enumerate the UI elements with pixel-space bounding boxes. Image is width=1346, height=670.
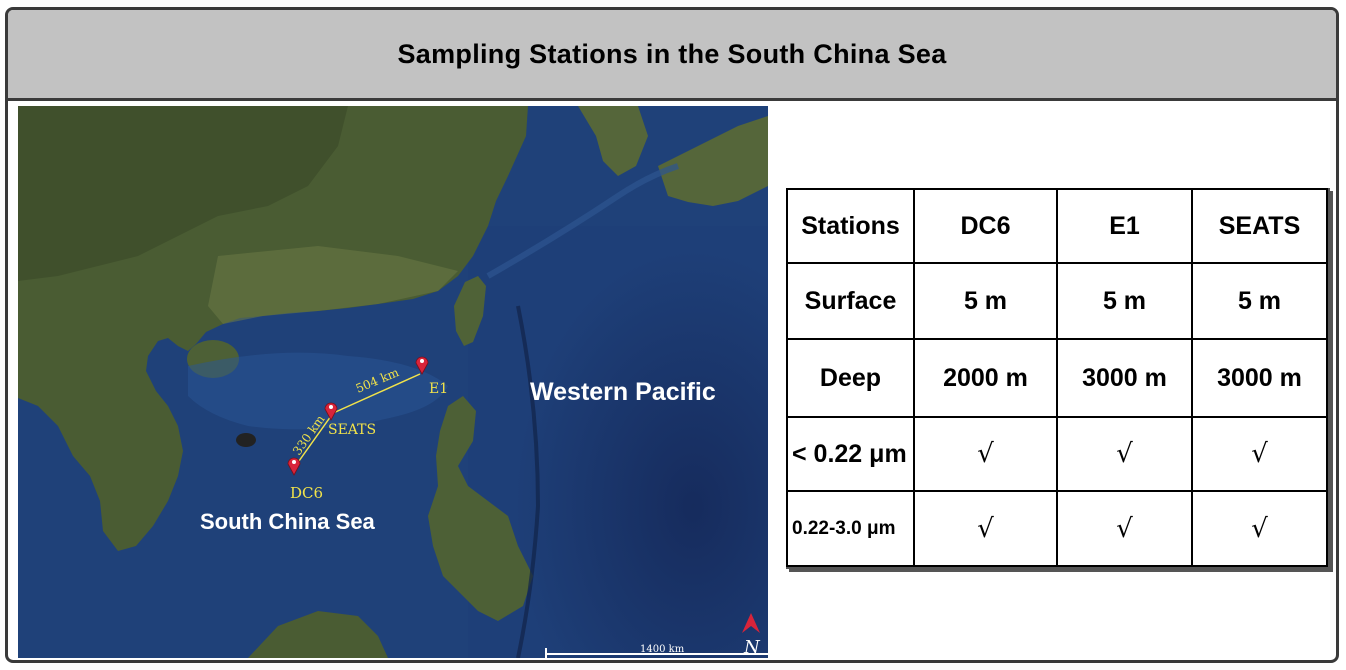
station-marker-seats[interactable] (324, 402, 338, 421)
pin-dot (420, 359, 424, 363)
scale-bar: 1400 km (545, 644, 768, 658)
checkmark-cell: √ (1056, 416, 1193, 492)
scale-bar-label: 1400 km (640, 644, 685, 655)
figure-frame: Sampling Stations in the South China Sea (5, 7, 1339, 663)
route-seats-e1 (330, 373, 421, 415)
pin-dot (292, 460, 296, 464)
station-label-dc6: DC6 (290, 484, 323, 502)
table-row-label: < 0.22 μm (786, 416, 915, 492)
table-cell: 5 m (1191, 262, 1328, 340)
table-header-cell: SEATS (1191, 188, 1328, 264)
checkmark-cell: √ (1191, 416, 1328, 492)
reef-islands (236, 433, 256, 447)
checkmark-cell: √ (1056, 490, 1193, 567)
trench-line (516, 305, 541, 658)
borneo-edge (248, 611, 388, 658)
table-cell: 3000 m (1191, 338, 1328, 418)
philippines-islands (428, 396, 533, 621)
map-pin-icon (324, 402, 338, 421)
pin-dot (329, 405, 333, 409)
north-arrow-icon: N (742, 613, 761, 658)
table-row: < 0.22 μm √ √ √ (786, 416, 1328, 492)
japan-islands (658, 116, 768, 206)
station-label-seats: SEATS (328, 422, 376, 438)
region-label-south-china-sea: South China Sea (200, 509, 376, 534)
station-marker-e1[interactable] (415, 356, 429, 375)
map-pin-icon (415, 356, 429, 375)
table-row-label: Surface (786, 262, 915, 340)
map-pin-icon (287, 457, 301, 476)
plateau-shading (188, 352, 448, 430)
table-header-row: Stations DC6 E1 SEATS (786, 188, 1328, 264)
station-label-e1: E1 (429, 381, 448, 397)
checkmark-cell: √ (913, 416, 1058, 492)
table-header-cell: DC6 (913, 188, 1058, 264)
route-dc6-seats (293, 415, 332, 469)
north-label: N (743, 637, 761, 658)
table-row-label: 0.22-3.0 μm (786, 490, 915, 567)
table-row: Deep 2000 m 3000 m 3000 m (786, 338, 1328, 418)
table-cell: 2000 m (913, 338, 1058, 418)
korea-peninsula (578, 106, 648, 176)
table-cell: 5 m (1056, 262, 1193, 340)
mainland-highlands (18, 106, 348, 281)
table-header-cell: E1 (1056, 188, 1193, 264)
checkmark-cell: √ (1191, 490, 1328, 567)
table-header-cell: Stations (786, 188, 915, 264)
region-label-western-pacific: Western Pacific (530, 378, 716, 406)
table-cell: 3000 m (1056, 338, 1193, 418)
map-svg: 330 km 504 km DC6 SEATS E1 South China S… (18, 106, 768, 658)
satellite-map: 330 km 504 km DC6 SEATS E1 South China S… (18, 106, 768, 658)
station-marker-dc6[interactable] (287, 457, 301, 476)
stations-table-shadow: Stations DC6 E1 SEATS Surface 5 m 5 m 5 … (786, 188, 1330, 569)
ryukyu-ridge (486, 163, 679, 279)
stations-table: Stations DC6 E1 SEATS Surface 5 m 5 m 5 … (786, 188, 1328, 567)
title-bar: Sampling Stations in the South China Sea (8, 10, 1336, 101)
table-row: 0.22-3.0 μm √ √ √ (786, 490, 1328, 567)
table-cell: 5 m (913, 262, 1058, 340)
table-row: Surface 5 m 5 m 5 m (786, 262, 1328, 340)
checkmark-cell: √ (913, 490, 1058, 567)
mainland-lowlands (208, 246, 458, 324)
figure-title: Sampling Stations in the South China Sea (397, 38, 947, 69)
taiwan-island (454, 276, 486, 346)
table-row-label: Deep (786, 338, 915, 418)
